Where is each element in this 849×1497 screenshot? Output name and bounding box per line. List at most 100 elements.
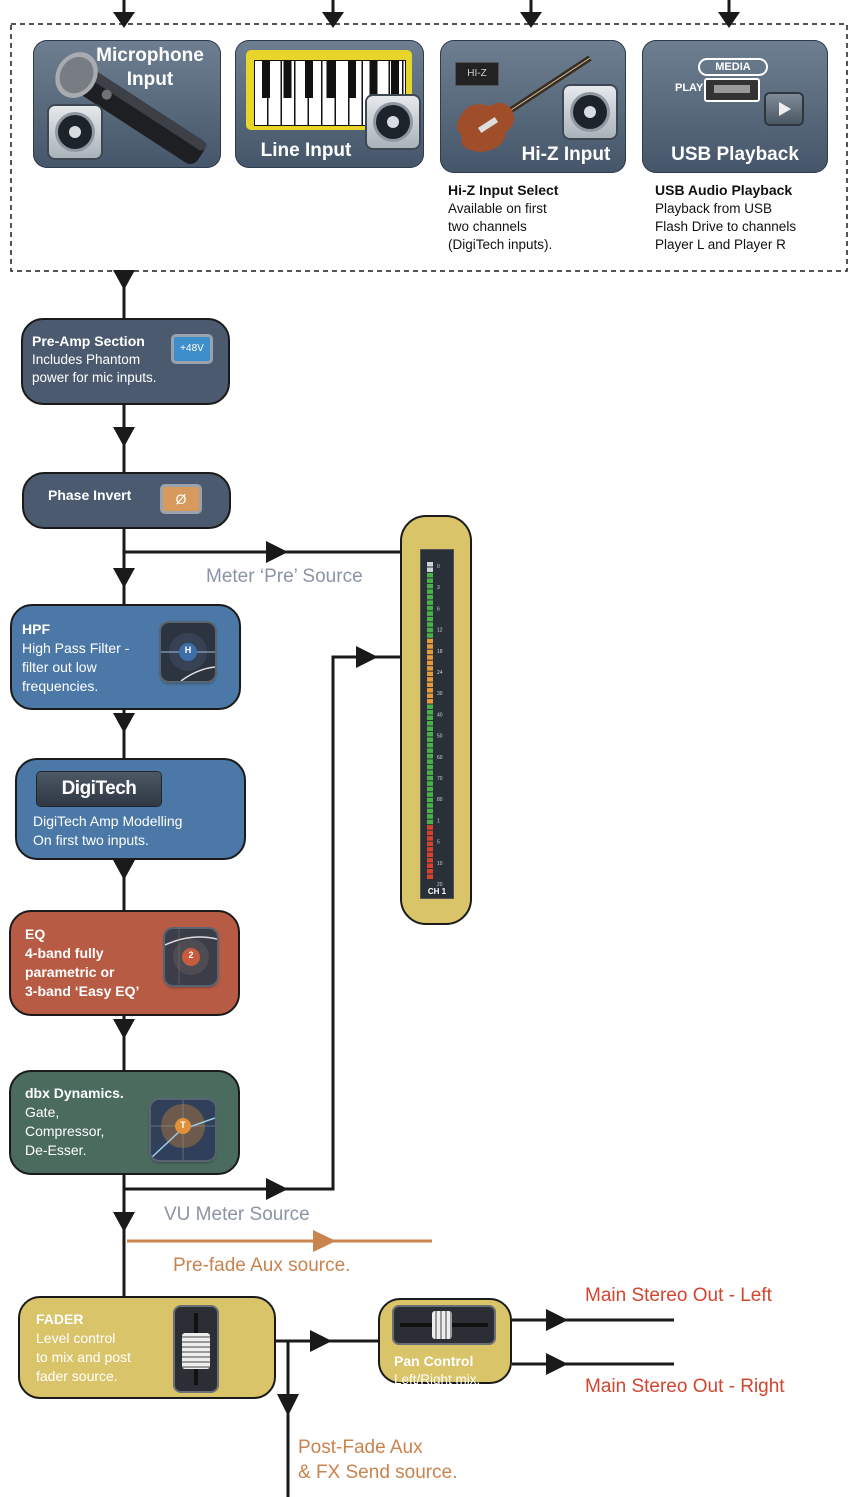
meter-scale-label: 50 — [437, 734, 443, 740]
meter-segment — [427, 567, 433, 572]
meter-segment — [427, 825, 433, 830]
meter-segment — [427, 786, 433, 792]
meter-scale-label: 6 — [437, 606, 440, 612]
meter-segment — [427, 852, 433, 858]
meter-scale-label: 5 — [437, 840, 440, 846]
meter-segment — [427, 797, 433, 803]
usb-note-body: Playback from USB Flash Drive to channel… — [655, 200, 797, 253]
phase-invert-title: Phase Invert — [48, 487, 132, 503]
right-out-arrow — [546, 1353, 568, 1375]
pan-control-node: Pan Control Left/Right mix. — [378, 1298, 512, 1387]
usb-playback-source: MEDIA PLAY USB Playback — [642, 40, 828, 173]
meter-segment — [427, 655, 433, 660]
pan-in-arrow — [310, 1330, 332, 1352]
meter-scale-label: 30 — [437, 691, 443, 697]
meter-scale-label: 40 — [437, 712, 443, 718]
vu-arrow — [266, 1178, 288, 1200]
preamp-title: Pre-Amp Section — [32, 333, 145, 349]
meter-segment — [427, 770, 433, 775]
hiz-note: Hi-Z Input Select Available on first two… — [448, 181, 558, 255]
hpf-node: HPF High Pass Filter - filter out low fr… — [10, 604, 241, 710]
phase-invert-button: Ø — [160, 484, 202, 514]
digitech-node: DigiTech DigiTech Amp Modelling On first… — [15, 758, 246, 860]
digitech-logo: DigiTech — [37, 772, 161, 806]
dbx-title: dbx Dynamics. — [25, 1085, 124, 1101]
xlr-combo-jack-icon — [367, 96, 419, 148]
meter-segment — [427, 562, 433, 567]
meter-segment — [427, 583, 433, 589]
meter-segment — [427, 649, 433, 655]
trunk-arrowheads — [113, 270, 135, 1232]
fader-body: Level control to mix and post fader sour… — [36, 1329, 131, 1384]
meter-segment — [427, 841, 433, 847]
meter-segment — [427, 644, 433, 649]
meter-segment — [427, 753, 433, 759]
meter-scale-label: 3 — [437, 585, 440, 591]
meter-segment — [427, 572, 433, 578]
meter-segment — [427, 605, 433, 611]
meter-segment — [427, 731, 433, 737]
meter-scale-label: 1 — [437, 818, 440, 824]
eq-node: EQ 4-band fully parametric or 3-band ‘Ea… — [9, 910, 240, 1016]
microphone-input-label: Microphone Input — [96, 45, 204, 90]
meter-segment — [427, 819, 433, 825]
meter-scale-label: 70 — [437, 776, 443, 782]
meter-segment — [427, 869, 433, 874]
microphone-input-source: Microphone Input — [33, 40, 221, 168]
left-out-arrow — [546, 1309, 568, 1331]
meter-segment — [427, 759, 433, 764]
pan-body: Left/Right mix. — [394, 1371, 481, 1387]
fader-node: FADER Level control to mix and post fade… — [18, 1296, 276, 1399]
meter-scale-label: 60 — [437, 755, 443, 761]
meter-scale-label: 12 — [437, 628, 443, 634]
line-input-label: Line Input — [260, 140, 352, 161]
dbx-knob-label: T — [180, 1120, 186, 1130]
postfade-down-arrow — [277, 1394, 299, 1416]
phase-invert-node: Phase Invert Ø — [22, 472, 231, 529]
fader-title: FADER — [36, 1311, 84, 1327]
meter-segment — [427, 858, 433, 863]
preamp-section-node: Pre-Amp Section Includes Phantom power f… — [21, 318, 230, 405]
vu-meter-source-label: VU Meter Source — [164, 1204, 310, 1225]
eq-knob-label: 2 — [188, 950, 194, 960]
digitech-body: DigiTech Amp Modelling On first two inpu… — [33, 813, 183, 848]
prefade-aux-label: Pre-fade Aux source. — [173, 1255, 351, 1276]
usb-note-title: USB Audio Playback — [655, 182, 793, 198]
hiz-tag: HI-Z — [455, 62, 499, 86]
meter-scale-label: 20 — [437, 882, 443, 888]
meter-segment — [427, 715, 433, 720]
meter-segment — [427, 622, 433, 627]
meter-segment — [427, 874, 433, 879]
meter-segment — [427, 677, 433, 682]
meter-in-arrow — [356, 646, 378, 668]
keyboard-icon — [246, 50, 412, 130]
usb-port-icon — [704, 78, 760, 102]
xlr-combo-jack-icon — [564, 86, 616, 138]
meter-pre-source-label: Meter ‘Pre’ Source — [206, 566, 363, 587]
media-badge: MEDIA — [698, 58, 768, 76]
meter-segment — [427, 803, 433, 808]
eq-body: 4-band fully parametric or 3-band ‘Easy … — [25, 944, 140, 999]
hiz-note-body: Available on first two channels (DigiTec… — [448, 200, 553, 253]
hpf-knob-label: H — [184, 645, 192, 655]
meter-scale-label: 24 — [437, 670, 443, 676]
meter-segment — [427, 721, 433, 726]
meter-segment — [427, 847, 433, 852]
phantom-power-button: +48V — [171, 334, 213, 364]
eq-title: EQ — [25, 926, 46, 942]
meter-segment — [427, 671, 433, 677]
hiz-note-title: Hi-Z Input Select — [448, 182, 559, 198]
meter-segment — [427, 666, 433, 671]
usb-playback-label: USB Playback — [671, 144, 799, 165]
meter-segment — [427, 764, 433, 770]
usb-note: USB Audio Playback Playback from USB Fla… — [655, 181, 796, 255]
meter-segment — [427, 589, 433, 594]
hiz-input-source: HI-Z Hi-Z Input — [440, 40, 626, 173]
meter-segment — [427, 699, 433, 704]
meter-segment — [427, 742, 433, 748]
meter-segment — [427, 726, 433, 731]
